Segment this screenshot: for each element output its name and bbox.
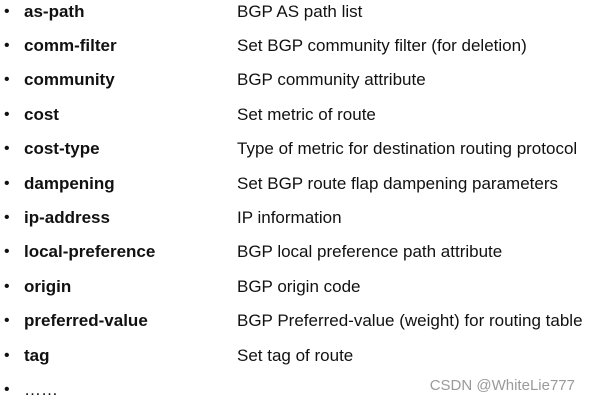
bullet-icon: • [4, 347, 10, 364]
bullet-icon: • [4, 106, 10, 123]
bullet-icon: • [4, 312, 10, 329]
list-item-ip-address: • ip-address IP information [0, 206, 591, 230]
bullet-icon: • [4, 3, 10, 20]
command-description: Set tag of route [237, 346, 354, 365]
bullet-icon: • [4, 209, 10, 226]
list-item-as-path: • as-path BGP AS path list [0, 0, 591, 24]
command-name: cost [24, 105, 59, 124]
list-item-tag: • tag Set tag of route [0, 344, 591, 368]
command-description: Set BGP community filter (for deletion) [237, 36, 527, 55]
command-name: local-preference [24, 242, 156, 261]
command-description: BGP Preferred-value (weight) for routing… [237, 311, 583, 330]
bullet-icon: • [4, 140, 10, 157]
command-name: community [24, 70, 115, 89]
command-name: ip-address [24, 208, 110, 227]
command-name: origin [24, 277, 72, 296]
watermark-text: CSDN @WhiteLie777 [429, 377, 575, 394]
command-description: Set metric of route [237, 105, 376, 124]
list-item-origin: • origin BGP origin code [0, 275, 591, 299]
bullet-icon: • [4, 71, 10, 88]
bullet-icon: • [4, 243, 10, 260]
command-description: BGP origin code [237, 277, 361, 296]
command-description: BGP AS path list [237, 2, 363, 21]
list-item-preferred-value: • preferred-value BGP Preferred-value (w… [0, 309, 591, 333]
command-description: BGP local preference path attribute [237, 242, 503, 261]
list-item-cost-type: • cost-type Type of metric for destinati… [0, 137, 591, 161]
bullet-icon: • [4, 37, 10, 54]
list-item-dampening: • dampening Set BGP route flap dampening… [0, 172, 591, 196]
bullet-icon: • [4, 175, 10, 192]
command-description: BGP community attribute [237, 70, 426, 89]
command-description: Set BGP route flap dampening parameters [237, 174, 558, 193]
list-item-community: • community BGP community attribute [0, 68, 591, 92]
list-item-ellipsis: • …… [0, 378, 591, 402]
bullet-icon: • [4, 381, 10, 398]
list-item-comm-filter: • comm-filter Set BGP community filter (… [0, 34, 591, 58]
bullet-icon: • [4, 278, 10, 295]
list-item-local-preference: • local-preference BGP local preference … [0, 240, 591, 264]
command-name: comm-filter [24, 36, 117, 55]
command-description: IP information [237, 208, 342, 227]
command-description: Type of metric for destination routing p… [237, 139, 578, 158]
command-name: tag [24, 346, 50, 365]
command-name: dampening [24, 174, 115, 193]
command-name: as-path [24, 2, 85, 21]
command-name: cost-type [24, 139, 100, 158]
command-name: preferred-value [24, 311, 148, 330]
ellipsis-text: …… [24, 380, 58, 399]
list-item-cost: • cost Set metric of route [0, 103, 591, 127]
